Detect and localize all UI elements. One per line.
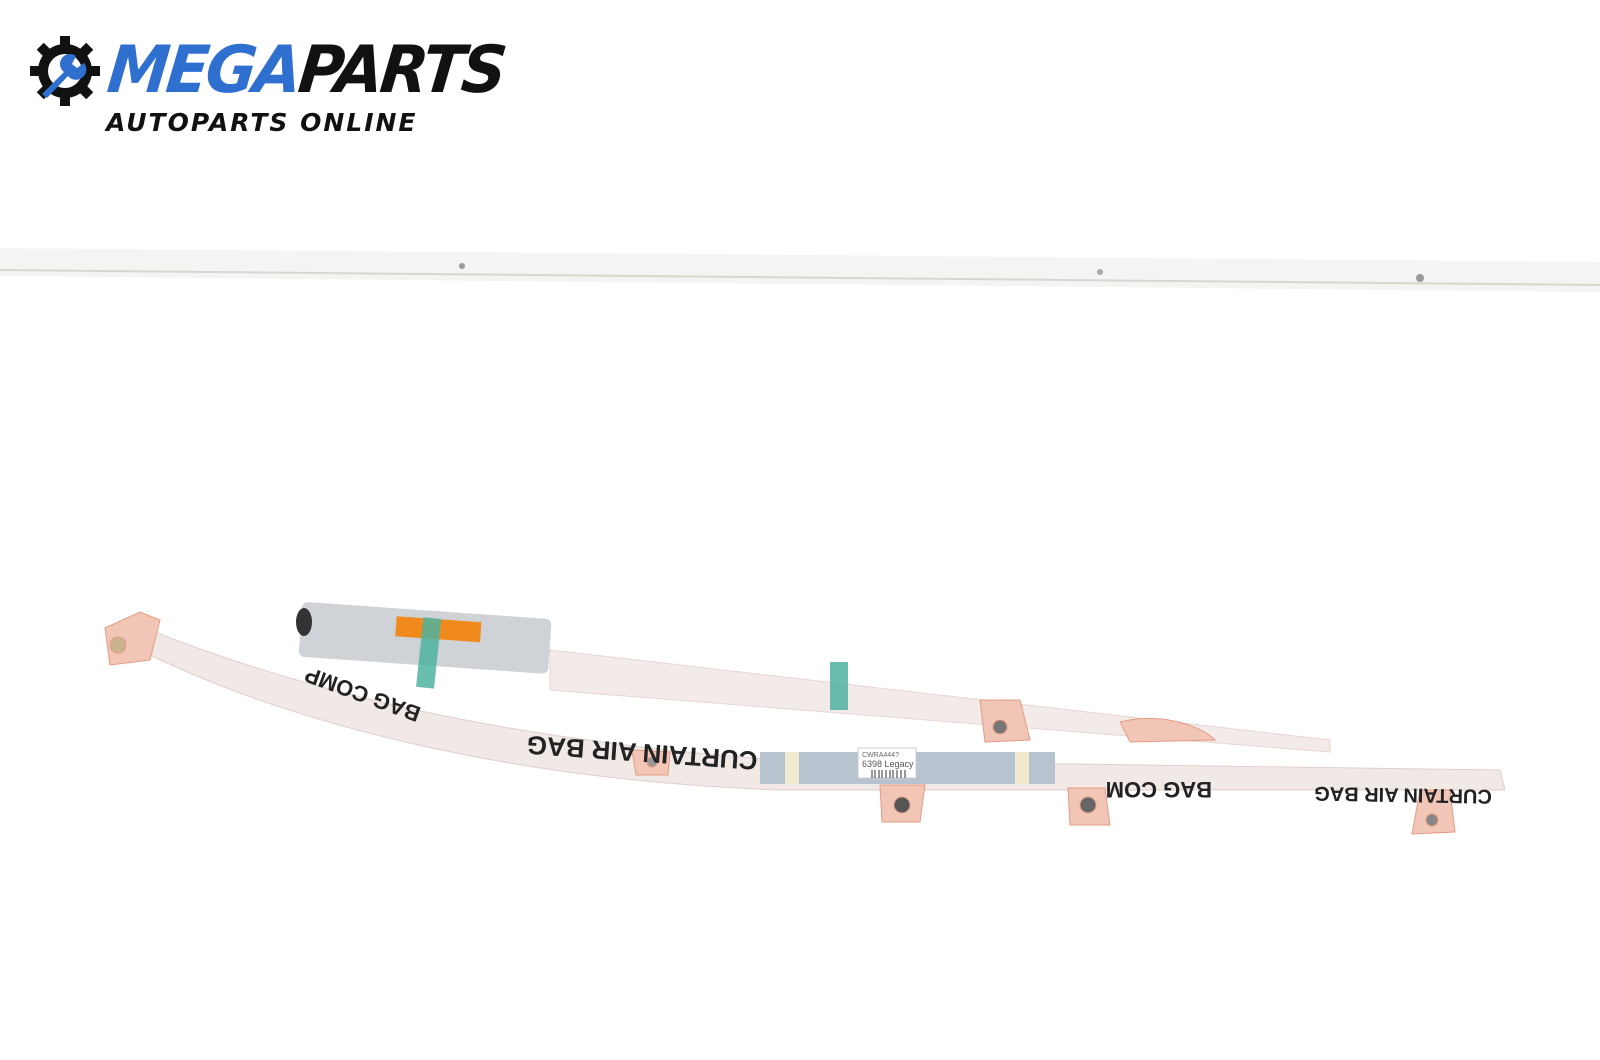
print-curtain-airbag-right: CURTAIN AIR BAG — [1314, 782, 1492, 807]
mounting-brackets — [104, 611, 1456, 835]
label-code: CWRA444? — [862, 752, 899, 759]
curtain-airbag: CWRA444? 6398 Legacy CURTAIN AIR BAG BAG… — [104, 602, 1506, 835]
logo-tagline: AUTOPARTS ONLINE — [106, 108, 418, 137]
megaparts-logo: MEGAPARTS AUTOPARTS ONLINE — [30, 31, 508, 144]
inflator-upper — [296, 602, 848, 710]
gear-wrench-icon — [30, 36, 100, 106]
inflator-lower: CWRA444? 6398 Legacy — [760, 747, 1055, 784]
background-shelf — [0, 248, 1600, 292]
label-model: 6398 Legacy — [862, 759, 914, 769]
print-bag-com-right: BAG COM — [1106, 777, 1212, 802]
